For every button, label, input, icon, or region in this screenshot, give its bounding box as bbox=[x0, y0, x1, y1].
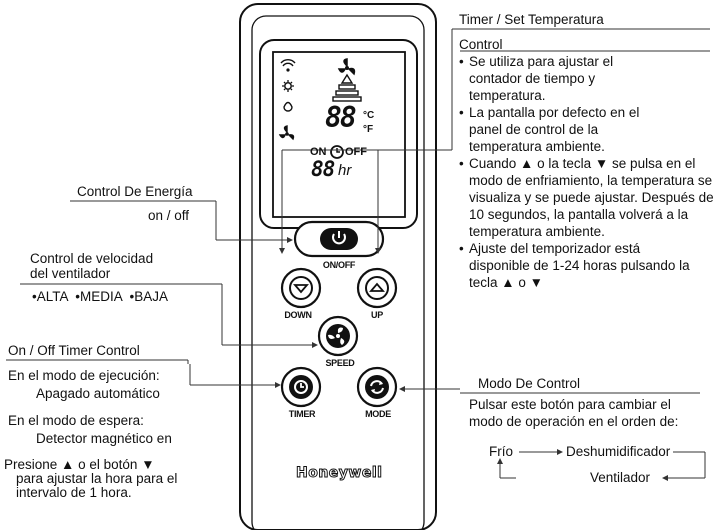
onoff-run-value: Apagado automático bbox=[36, 386, 160, 401]
timer-set-subtitle: Control bbox=[459, 37, 503, 52]
power-icon bbox=[332, 231, 346, 245]
timer-set-bullet: Cuando ▲ o la tecla ▼ se pulsa en el mod… bbox=[459, 155, 714, 240]
drop-icon bbox=[283, 101, 293, 112]
lcd-hour-unit: hr bbox=[338, 162, 352, 179]
down-arrow-icon bbox=[293, 284, 309, 294]
power-title: Control De Energía bbox=[77, 184, 193, 199]
lcd-fahrenheit: °F bbox=[363, 124, 374, 135]
onoff-press-line2: para ajustar la hora para el bbox=[16, 471, 178, 486]
timer-button-label[interactable]: TIMER bbox=[288, 409, 316, 419]
timer-icon bbox=[294, 380, 308, 394]
power-subtitle: on / off bbox=[148, 208, 190, 223]
onoff-run-mode: En el modo de ejecución: bbox=[8, 368, 160, 383]
brand-logo: Honeywell bbox=[295, 465, 383, 482]
sun-icon bbox=[282, 80, 294, 92]
small-fan-icon bbox=[337, 58, 356, 76]
fan-speed-options: •ALTA •MEDIA •BAJA bbox=[32, 289, 168, 304]
mode-cycle-fan: Ventilador bbox=[590, 470, 651, 485]
mode-title: Modo De Control bbox=[478, 376, 581, 391]
timer-set-title: Timer / Set Temperatura bbox=[459, 12, 604, 27]
mode-button-label[interactable]: MODE bbox=[365, 409, 391, 419]
fan-speed-title-1: Control de velocidad bbox=[30, 251, 154, 266]
timer-set-bullet: La pantalla por defecto en el panel de c… bbox=[459, 104, 664, 155]
fan-icon bbox=[328, 327, 345, 345]
onoff-press-line3: intervalo de 1 hora. bbox=[16, 485, 132, 500]
fan-left-icon bbox=[278, 125, 295, 141]
down-button-label[interactable]: DOWN bbox=[284, 310, 312, 320]
lcd-on: ON bbox=[310, 146, 327, 158]
onoff-standby-value: Detector magnético en bbox=[36, 431, 172, 446]
onoff-press-line1: Presione ▲ o el botón ▼ bbox=[4, 457, 155, 472]
timer-set-bullet: Se utiliza para ajustar el contador de t… bbox=[459, 53, 659, 104]
lcd-temp-digits: 88 bbox=[325, 101, 357, 134]
mode-desc-line2: modo de operación en el orden de: bbox=[469, 414, 679, 429]
speed-button-label[interactable]: SPEED bbox=[325, 358, 355, 368]
up-arrow-icon bbox=[369, 282, 385, 292]
mode-cycle-dehumidify: Deshumidificador bbox=[566, 444, 671, 459]
clock-icon bbox=[330, 145, 344, 159]
power-button-label[interactable]: ON/OFF bbox=[322, 260, 356, 270]
timer-set-bullets: Se utiliza para ajustar el contador de t… bbox=[459, 53, 714, 291]
fan-option-medium: MEDIA bbox=[79, 289, 122, 304]
fan-option-low: BAJA bbox=[134, 289, 168, 304]
up-button-label[interactable]: UP bbox=[371, 310, 383, 320]
mode-desc-line1: Pulsar este botón para cambiar el bbox=[469, 397, 671, 412]
lcd-off: OFF bbox=[345, 146, 367, 158]
onoff-standby-mode: En el modo de espera: bbox=[8, 413, 144, 428]
fan-option-high: ALTA bbox=[36, 289, 68, 304]
lcd-hour-digits: 88 bbox=[311, 157, 335, 181]
fan-speed-bars-icon bbox=[332, 73, 362, 102]
lcd-celsius: °C bbox=[363, 110, 375, 121]
mode-cycle-cold: Frío bbox=[489, 444, 514, 459]
fan-speed-title-2: del ventilador bbox=[30, 266, 111, 281]
mode-cycle-icon bbox=[370, 380, 384, 394]
onoff-timer-title: On / Off Timer Control bbox=[8, 343, 140, 358]
timer-set-bullet: Ajuste del temporizador está disponible … bbox=[459, 240, 694, 291]
wifi-icon bbox=[280, 59, 296, 72]
